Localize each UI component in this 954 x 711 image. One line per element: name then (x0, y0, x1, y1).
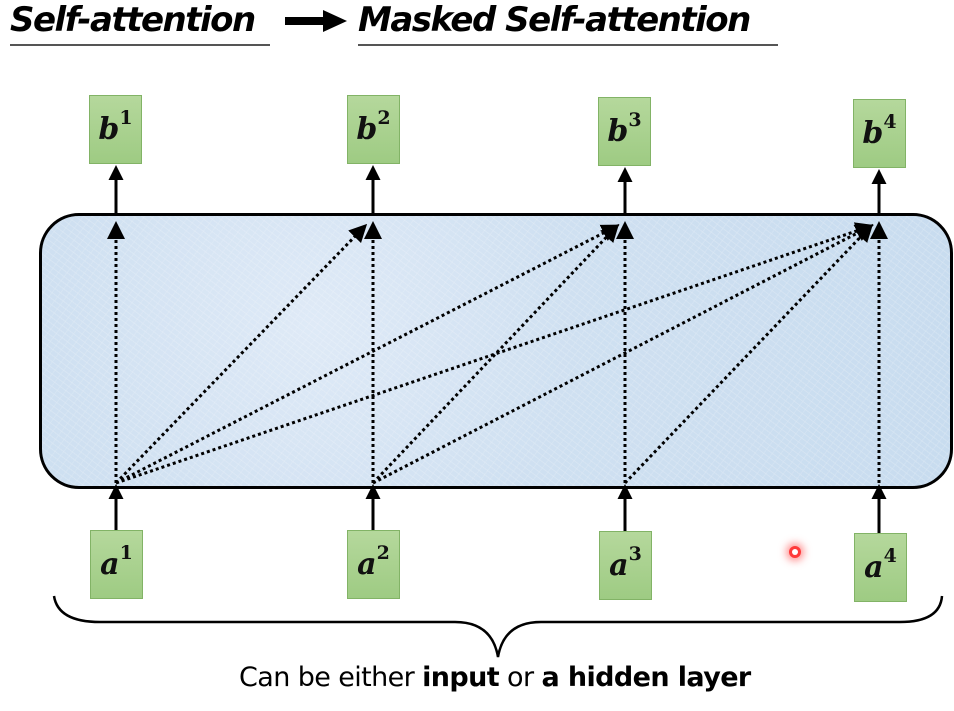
input-label: a (357, 547, 377, 582)
right-arrow-icon (285, 10, 347, 32)
laser-pointer-dot (789, 546, 801, 558)
attention-link-a1-b3 (115, 224, 620, 485)
output-index: 3 (628, 108, 642, 131)
input-index: 4 (883, 544, 897, 567)
attention-link-a3-b4 (623, 223, 874, 485)
title-self-attention: Self-attention (10, 0, 256, 40)
output-label: b (98, 112, 120, 147)
input-label: a (864, 550, 884, 585)
title-left-underline (10, 44, 270, 46)
input-label: a (609, 548, 629, 583)
output-label: b (607, 114, 629, 149)
title-masked-self-attention: Masked Self-attention (358, 0, 751, 40)
output-index: 1 (119, 106, 133, 129)
output-label: b (356, 112, 378, 147)
input-index: 2 (376, 541, 390, 564)
input-index: 3 (628, 542, 642, 565)
caption-bold-input: input (422, 662, 500, 693)
input-index: 1 (119, 541, 133, 564)
output-index: 2 (377, 106, 391, 129)
output-index: 4 (883, 110, 897, 133)
input-label: a (100, 547, 120, 582)
attention-link-a2-b3 (371, 223, 620, 485)
caption-bold-hidden-layer: a hidden layer (541, 662, 751, 693)
caption: Can be either input or a hidden layer (239, 662, 751, 693)
caption-text-or: or (499, 662, 542, 693)
attention-layer (39, 213, 953, 489)
title-right-underline (358, 44, 778, 46)
caption-text: Can be either (239, 662, 423, 693)
output-label: b (862, 116, 884, 151)
